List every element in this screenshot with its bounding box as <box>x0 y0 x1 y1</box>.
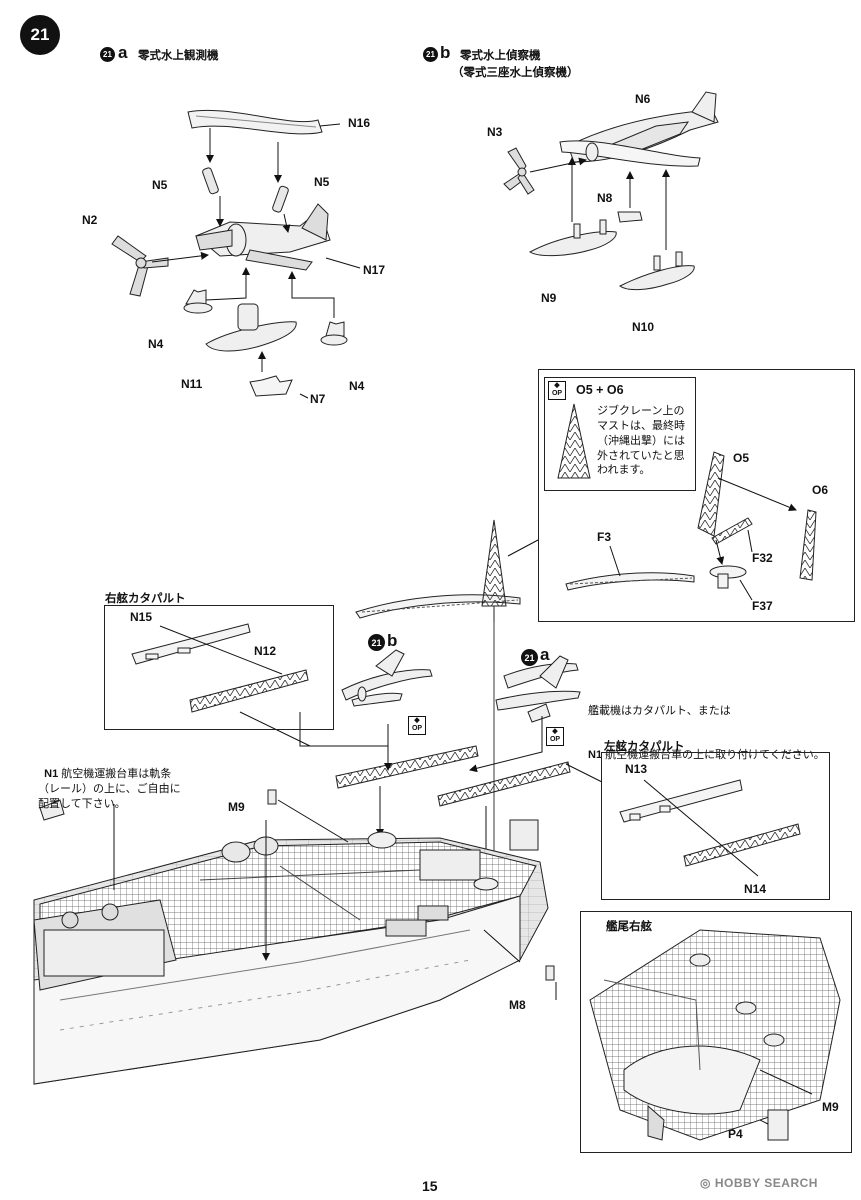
callout-a-letter: a <box>540 645 550 664</box>
ship-stern <box>33 819 549 1085</box>
part-label-n12: N12 <box>254 644 277 658</box>
port-catapult-box <box>601 752 830 900</box>
crane-detail-box <box>538 369 855 622</box>
watermark-text: HOBBY SEARCH <box>714 1176 818 1190</box>
part-label-m8: M8 <box>509 998 526 1012</box>
optional-part-icon-a-bottom: OP <box>549 736 561 743</box>
part-label-n13: N13 <box>625 762 648 776</box>
part-label-o5: O5 <box>733 451 750 465</box>
part-label-n11: N11 <box>181 377 203 391</box>
watermark: ◎ HOBBY SEARCH <box>700 1176 818 1190</box>
stern-detail-drawing <box>589 929 841 1141</box>
part-label-n14: N14 <box>744 882 767 896</box>
part-label-o6: O6 <box>812 483 829 497</box>
sub-b-subtitle: （零式三座水上偵察機） <box>452 67 579 79</box>
aircraft-mount-note-part: N1 <box>588 749 603 762</box>
callout-a-badge-number: 21 <box>524 652 535 663</box>
callout-b-letter: b <box>387 631 398 650</box>
sub-b-badge: 21 <box>423 47 438 62</box>
jib-crane <box>355 519 521 880</box>
sub-a-letter: a <box>118 43 128 62</box>
n1-cart-note: N1 航空機運搬台車は軌条 （レール）の上に、ご自由に 配置して下さい。 <box>38 752 181 811</box>
port-catapult-title: 左舷カタパルト <box>604 741 685 753</box>
part-label-n2: N2 <box>82 213 98 227</box>
optional-part-icon: ◆ OP <box>548 381 566 400</box>
plane-a-fuselage <box>195 203 331 271</box>
crane-mast-parts-title: O5 + O6 <box>576 383 624 397</box>
part-label-f3: F3 <box>597 530 612 544</box>
callout-plane-b <box>341 649 433 707</box>
callout-plane-a <box>495 655 581 723</box>
page-number: 15 <box>422 1178 438 1194</box>
optional-part-icon-b-top: ◆ <box>414 717 420 724</box>
plane-b-propeller <box>503 147 535 195</box>
plane-a-upper-wing <box>187 109 323 135</box>
n1-cart-note-part: N1 <box>44 767 59 780</box>
optional-part-icon-b-bottom: OP <box>411 725 423 732</box>
plane-a-floats <box>183 289 348 397</box>
callout-catapults <box>335 745 571 807</box>
plane-a-arrows <box>151 123 361 399</box>
plane-b-body <box>559 91 719 167</box>
n1-cart-note-text: 航空機運搬台車は軌条 （レール）の上に、ご自由に 配置して下さい。 <box>38 767 181 810</box>
part-label-n9: N9 <box>541 291 557 305</box>
part-label-m9-stern: M9 <box>822 1100 839 1114</box>
crane-mast-note-box <box>544 377 696 491</box>
sub-a-badge: 21 <box>100 47 115 62</box>
sub-a-title: 零式水上観測機 <box>138 50 219 62</box>
plane-b-floats <box>528 211 695 291</box>
part-label-n3: N3 <box>487 125 503 139</box>
crane-detail-drawing <box>557 403 817 591</box>
optional-part-icon-bottom: OP <box>551 390 563 397</box>
part-label-n6: N6 <box>635 92 651 106</box>
crane-mast-note: ジブクレーン上の マストは、最終時 （沖縄出撃）には 外されていたと思 われます… <box>597 405 685 477</box>
plane-a-propeller <box>111 235 169 297</box>
stern-detail-box <box>580 911 852 1153</box>
part-label-n5-right: N5 <box>314 175 330 189</box>
part-label-n4-left: N4 <box>148 337 164 351</box>
port-catapult-drawing <box>619 779 801 867</box>
callout-b-badge-number: 21 <box>371 637 382 648</box>
small-parts <box>39 789 555 981</box>
step-badge: 21 <box>20 15 60 55</box>
plane-a-struts <box>202 167 289 213</box>
optional-part-icon-b: ◆ OP <box>408 716 426 735</box>
part-label-m9-main: M9 <box>228 800 245 814</box>
optional-part-icon-top: ◆ <box>554 382 560 389</box>
part-label-n17: N17 <box>363 263 386 277</box>
starboard-catapult-drawing <box>131 623 309 713</box>
watermark-icon: ◎ <box>700 1176 711 1190</box>
callout-a-badge: 21 <box>521 649 538 666</box>
part-label-n16: N16 <box>348 116 371 130</box>
callout-b-badge: 21 <box>368 634 385 651</box>
starboard-catapult-box <box>104 605 334 730</box>
step-number: 21 <box>30 25 50 44</box>
optional-part-icon-a: ◆ OP <box>546 727 564 746</box>
part-label-n7: N7 <box>310 392 326 406</box>
part-label-n5-left: N5 <box>152 178 168 192</box>
part-label-f37: F37 <box>752 599 773 613</box>
part-label-n10: N10 <box>632 320 655 334</box>
sub-b-letter: b <box>440 43 451 62</box>
plane-b-arrows <box>529 157 670 250</box>
part-label-n8: N8 <box>597 191 613 205</box>
part-label-p4: P4 <box>728 1127 743 1141</box>
sub-a-badge-number: 21 <box>103 50 112 59</box>
optional-part-icon-a-top: ◆ <box>552 728 558 735</box>
part-label-f32: F32 <box>752 551 773 565</box>
stern-detail-title: 艦尾右舷 <box>606 921 652 933</box>
sub-b-title: 零式水上偵察機 <box>460 50 541 62</box>
sub-b-badge-number: 21 <box>426 50 435 59</box>
part-label-n4-right: N4 <box>349 379 365 393</box>
part-label-n15: N15 <box>130 610 153 624</box>
aircraft-mount-note-line1: 艦載機はカタパルト、または <box>588 704 731 717</box>
starboard-catapult-title: 右舷カタパルト <box>105 593 186 605</box>
